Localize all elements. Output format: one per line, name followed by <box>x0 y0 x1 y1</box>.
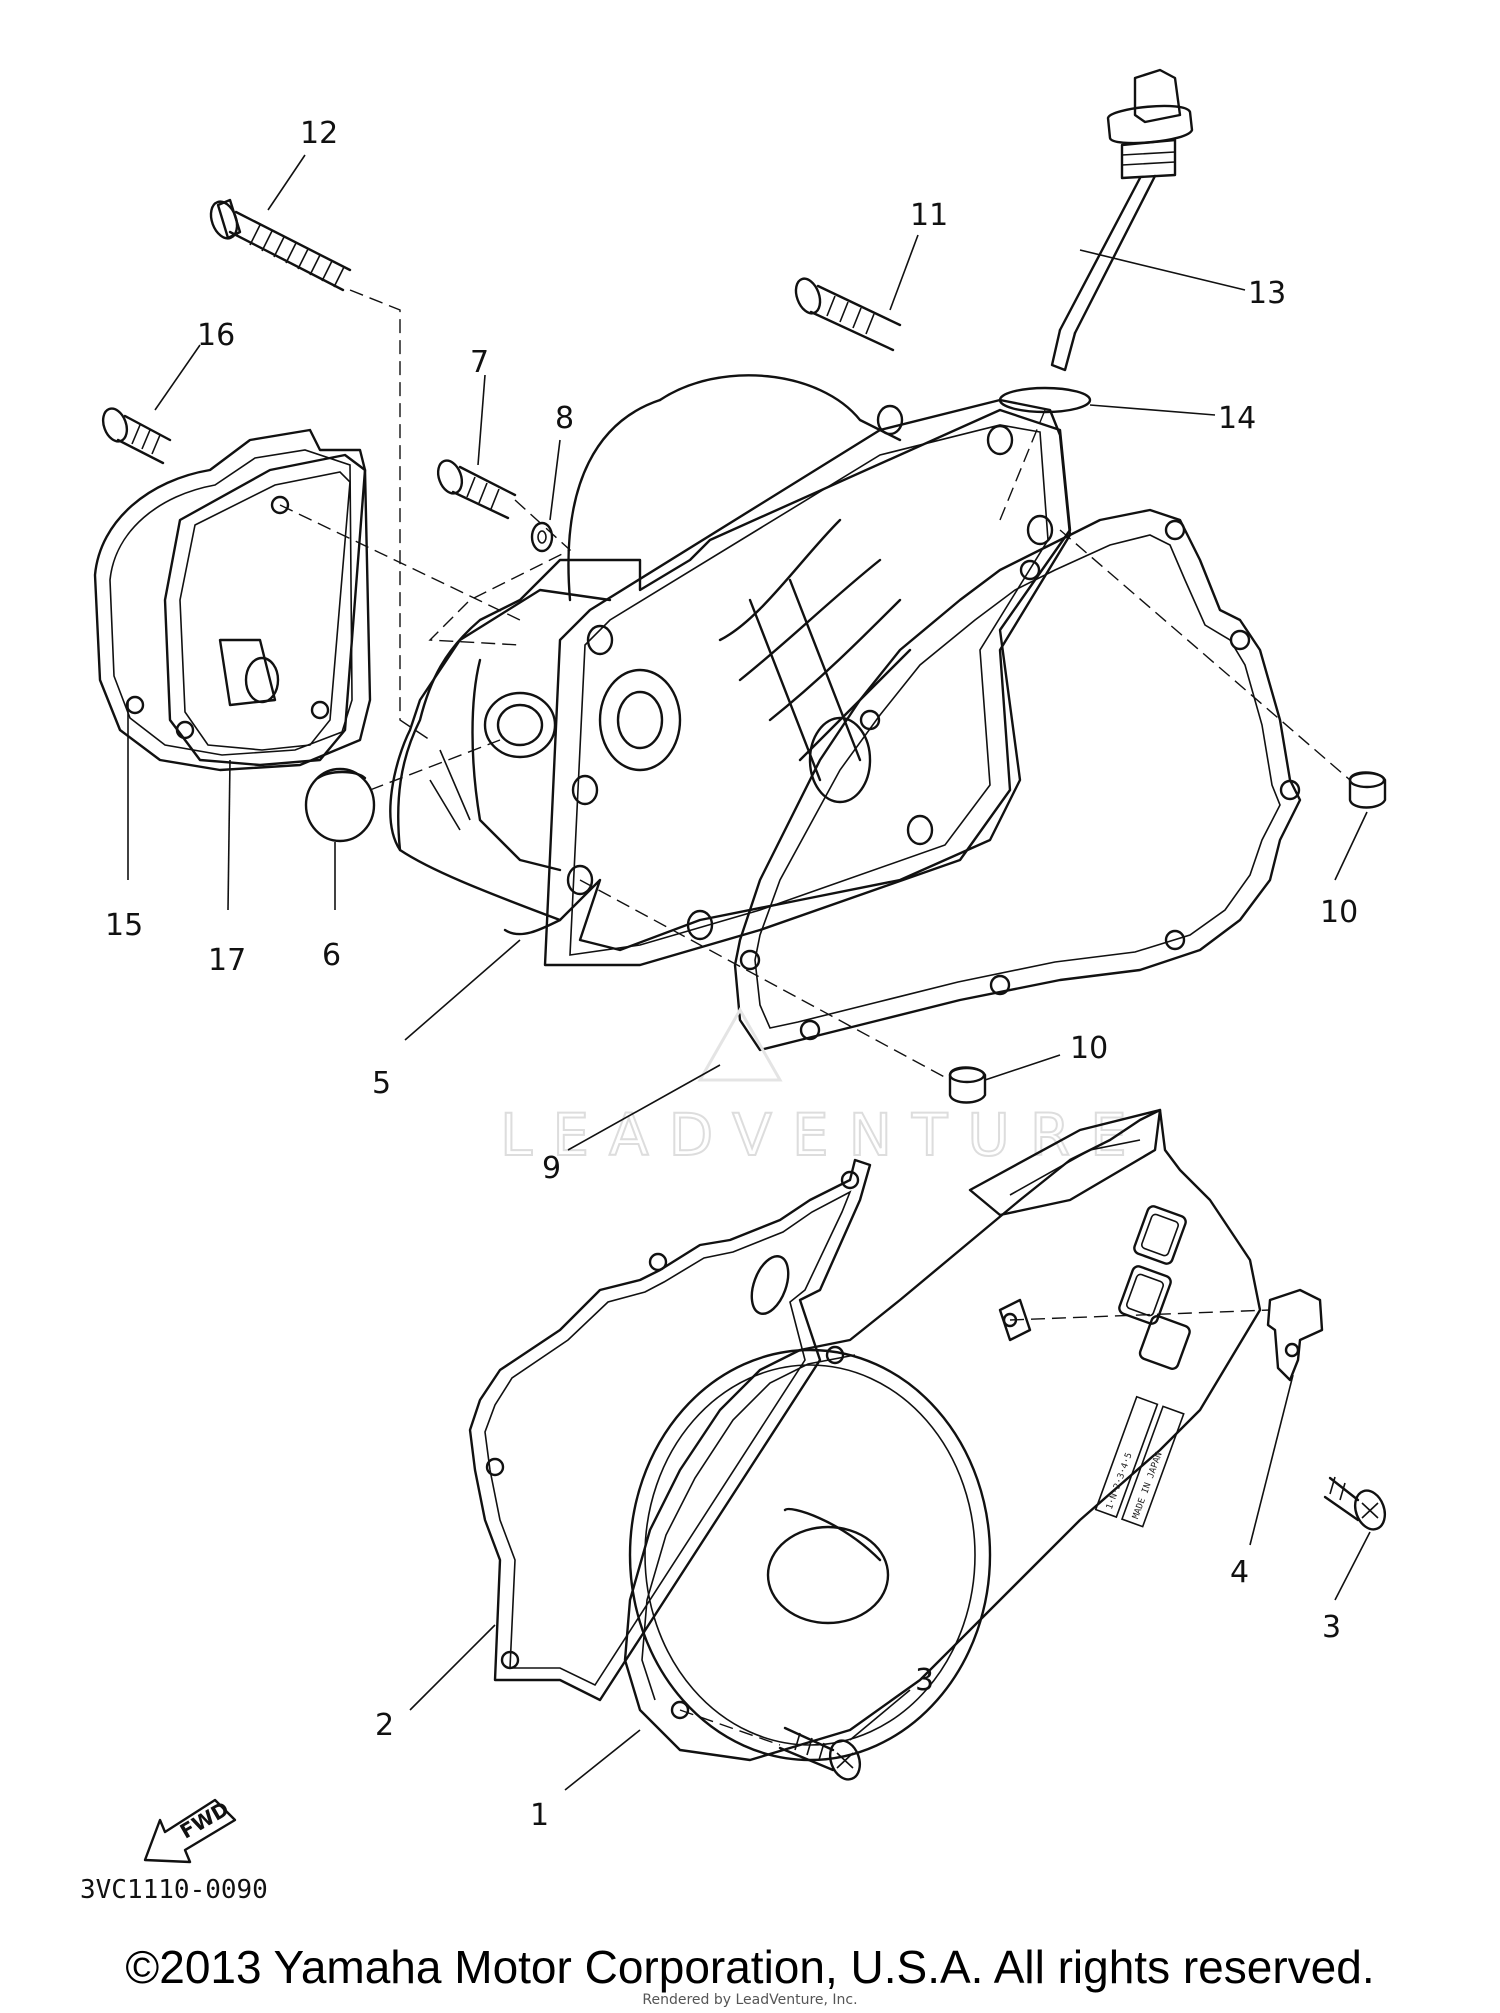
leadventure-watermark: LEADVENTURE <box>500 1101 1147 1169</box>
callout-4-label: 4 <box>1230 1555 1249 1590</box>
callout-8-label: 8 <box>555 401 574 436</box>
callout-14[interactable]: 14 <box>1089 401 1256 436</box>
part-15-cover[interactable] <box>93 428 372 772</box>
part-8-washer[interactable] <box>530 521 554 553</box>
callout-10b[interactable]: 10 <box>984 1031 1108 1081</box>
callout-13[interactable]: 13 <box>1079 249 1286 311</box>
callout-9[interactable]: 9 <box>542 1064 721 1186</box>
callout-10b-label: 10 <box>1070 1031 1108 1066</box>
callout-10a[interactable]: 10 <box>1320 811 1368 930</box>
callout-4[interactable]: 4 <box>1230 1374 1294 1590</box>
callout-11-label: 11 <box>910 198 948 233</box>
fwd-label: FWD <box>176 1796 233 1843</box>
part-10-dowel-pin-b[interactable] <box>948 1066 987 1104</box>
callout-7[interactable]: 7 <box>470 345 489 466</box>
assembly-line-6 <box>369 739 501 791</box>
assembly-line-7 <box>428 499 572 646</box>
part-7-bolt[interactable] <box>434 457 517 520</box>
callout-3b-label: 3 <box>915 1663 934 1698</box>
part-13-dipstick[interactable] <box>1050 68 1194 372</box>
part-16-small-bolt[interactable] <box>99 405 172 465</box>
callout-12[interactable]: 12 <box>267 116 338 211</box>
part-12-long-bolt[interactable] <box>206 198 352 292</box>
callout-6[interactable]: 6 <box>322 842 341 973</box>
callout-7-label: 7 <box>470 345 489 380</box>
part-10-dowel-pin-a[interactable] <box>1348 771 1387 809</box>
callout-12-label: 12 <box>300 116 338 151</box>
callout-9-label: 9 <box>542 1151 561 1186</box>
part-4-clamp[interactable] <box>1266 1288 1324 1382</box>
callout-10a-label: 10 <box>1320 895 1358 930</box>
rendered-by-credit: Rendered by LeadVenture, Inc. <box>642 1992 858 2008</box>
callout-1-label: 1 <box>530 1798 549 1833</box>
callout-1[interactable]: 1 <box>530 1729 641 1833</box>
part-17-gasket[interactable] <box>163 453 367 767</box>
callout-16-label: 16 <box>197 318 235 353</box>
part-5-crankcase-cover[interactable] <box>389 374 1072 967</box>
callout-2-label: 2 <box>375 1708 394 1743</box>
assembly-line-10b <box>579 879 951 1081</box>
assembly-line-12 <box>349 289 431 741</box>
callout-6-label: 6 <box>322 938 341 973</box>
part-6-plug[interactable] <box>304 767 376 843</box>
part-1-crankcase-cover[interactable]: 1·N·2·3·4·5 MADE IN JAPAN <box>623 1108 1262 1762</box>
part-3-screw-a[interactable] <box>1323 1476 1390 1534</box>
callout-14-label: 14 <box>1218 401 1256 436</box>
part-11-bolt[interactable] <box>792 275 902 352</box>
part-2-gasket[interactable] <box>468 1158 872 1702</box>
assembly-line-10a <box>1059 529 1351 781</box>
figure-code: 3VC1110-0090 <box>80 1875 268 1905</box>
callout-8[interactable]: 8 <box>549 401 574 521</box>
assembly-line-3a <box>1009 1309 1271 1321</box>
callout-2[interactable]: 2 <box>375 1624 496 1743</box>
callout-17[interactable]: 17 <box>208 759 246 978</box>
part-9-gasket[interactable] <box>697 508 1302 1082</box>
assembly-line-16 <box>279 504 521 621</box>
callout-3a[interactable]: 3 <box>1322 1531 1371 1645</box>
callout-5-label: 5 <box>372 1066 391 1101</box>
forward-direction-arrow: FWD <box>143 1796 237 1864</box>
callout-5[interactable]: 5 <box>372 939 521 1101</box>
callout-17-label: 17 <box>208 943 246 978</box>
assembly-line-3b <box>679 1709 781 1746</box>
callout-15-label: 15 <box>105 908 143 943</box>
callout-16[interactable]: 16 <box>154 318 235 411</box>
callout-3b[interactable]: 3 <box>849 1663 934 1741</box>
copyright-notice: ©2013 Yamaha Motor Corporation, U.S.A. A… <box>125 1941 1375 1993</box>
part-3-screw-b[interactable] <box>778 1726 865 1784</box>
callout-13-label: 13 <box>1248 276 1286 311</box>
callout-3a-label: 3 <box>1322 1610 1341 1645</box>
callout-11[interactable]: 11 <box>889 198 948 311</box>
callout-15[interactable]: 15 <box>105 700 143 943</box>
